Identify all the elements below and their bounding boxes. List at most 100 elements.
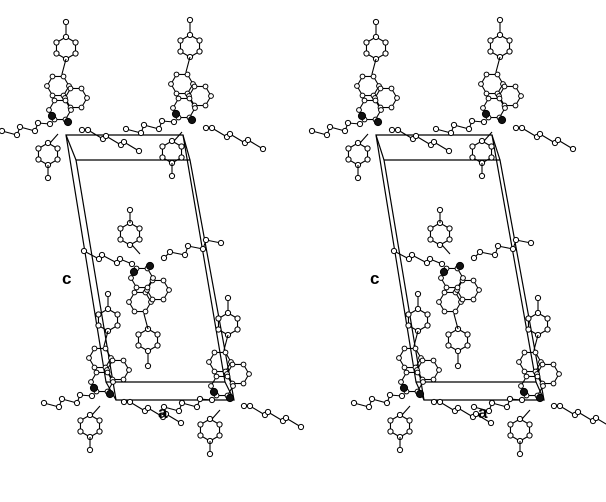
atom (154, 342, 161, 349)
atom (469, 143, 476, 150)
atom (51, 97, 58, 104)
atom (323, 131, 331, 139)
atom (58, 395, 66, 403)
atom (181, 251, 189, 259)
atom (446, 236, 453, 243)
metal-atom (129, 267, 139, 277)
atom (84, 95, 90, 101)
atom (356, 120, 364, 128)
atom (49, 73, 56, 80)
atom (168, 172, 176, 180)
atom (80, 247, 88, 255)
atom (430, 398, 438, 406)
atom (432, 125, 440, 133)
molecule-atoms-and-bonds (0, 16, 305, 458)
atom (496, 16, 504, 24)
atom (378, 107, 384, 113)
atom (202, 102, 209, 109)
atom (98, 251, 106, 259)
atom (140, 121, 148, 129)
atom (534, 294, 542, 302)
atom (197, 432, 204, 439)
atom (126, 367, 132, 373)
atom (438, 260, 446, 268)
atom (86, 355, 92, 361)
atom (84, 126, 92, 134)
atom (478, 81, 484, 87)
atom (202, 236, 210, 244)
atom (354, 83, 360, 89)
atom (326, 123, 334, 131)
atom (494, 242, 502, 250)
atom (459, 296, 466, 303)
atom (485, 407, 493, 415)
atom (436, 206, 444, 214)
atom (34, 119, 42, 127)
atom (184, 242, 192, 250)
atom (196, 395, 204, 403)
atom (77, 428, 84, 435)
atom (394, 95, 400, 101)
atom (454, 362, 462, 370)
atom (144, 362, 152, 370)
atom (521, 368, 528, 375)
atom (394, 126, 402, 134)
atom (186, 95, 193, 102)
atom (199, 245, 207, 253)
atom (104, 305, 112, 313)
atom (365, 403, 373, 411)
atom (361, 97, 368, 104)
atom (116, 255, 124, 263)
atom (72, 39, 79, 46)
atom (354, 174, 362, 182)
atom (91, 345, 98, 352)
atom (478, 137, 486, 145)
metal-atom (63, 117, 73, 127)
atom (396, 446, 404, 454)
atom (216, 432, 223, 439)
atom (95, 311, 102, 318)
atom (126, 241, 134, 249)
metal-atom (187, 115, 197, 125)
atom (487, 419, 495, 427)
atom (234, 326, 241, 333)
atom (534, 309, 542, 317)
atom (170, 118, 178, 126)
atom (401, 345, 408, 352)
left-stereo-view: c a (0, 16, 305, 458)
atom (196, 48, 203, 55)
metal-atom (171, 109, 181, 119)
atom (454, 284, 461, 291)
atom (506, 37, 513, 44)
metal-atom (535, 393, 545, 403)
atom (193, 403, 201, 411)
atom (40, 399, 48, 407)
atom (483, 71, 490, 78)
atom (155, 125, 163, 133)
atom (86, 446, 94, 454)
atom (68, 107, 74, 113)
metal-atom (455, 261, 465, 271)
atom (35, 145, 42, 152)
atom (234, 315, 241, 322)
atom (382, 39, 389, 46)
atom (297, 423, 305, 431)
atom (168, 81, 174, 87)
atom (76, 391, 84, 399)
atom (126, 206, 134, 214)
atom (88, 379, 94, 385)
atom (512, 83, 519, 90)
atom (483, 90, 490, 97)
atom (364, 145, 371, 152)
atom (113, 259, 121, 267)
atom (470, 277, 477, 284)
atom (436, 299, 442, 305)
atom (135, 342, 142, 349)
atom (160, 254, 168, 262)
atom (62, 33, 70, 41)
atom (95, 255, 103, 263)
atom (412, 132, 420, 140)
atom (523, 373, 530, 380)
metal-atom (415, 389, 425, 399)
atom (88, 392, 96, 400)
